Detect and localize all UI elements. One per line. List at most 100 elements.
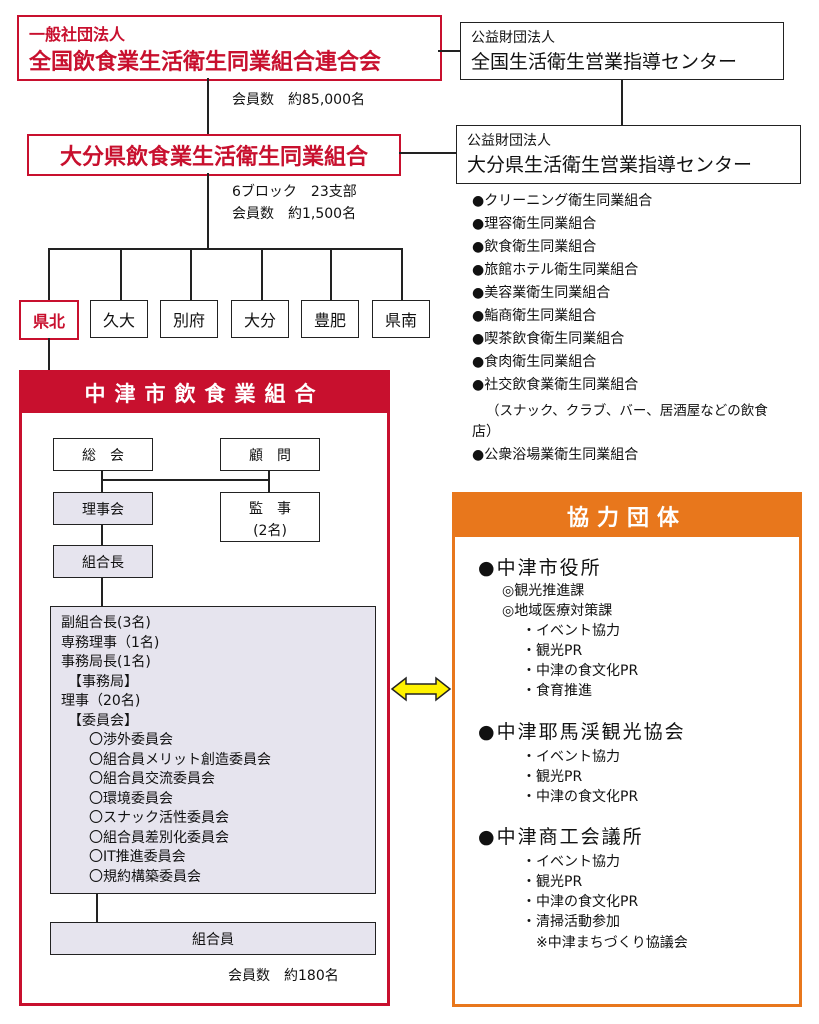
block-kennan: 県南 bbox=[372, 300, 430, 338]
partners-title: 協力団体 bbox=[566, 506, 687, 531]
prefecture-center-name: 大分県生活衛生営業指導センター bbox=[467, 154, 753, 176]
advisor-label: 顧 問 bbox=[249, 447, 291, 464]
national-members: 会員数 約85,000名 bbox=[232, 92, 365, 108]
officer-line: 専務理事（1名) bbox=[61, 634, 160, 651]
block-kyudai: 久大 bbox=[90, 300, 148, 338]
connector bbox=[401, 248, 403, 300]
partner-line: ・中津の食文化PR bbox=[522, 894, 639, 910]
list-item: ●公衆浴場業衛生同業組合 bbox=[472, 447, 639, 463]
committee-item: 〇組合員メリット創造委員会 bbox=[61, 751, 271, 768]
auditor-box: 監 事 (2名) bbox=[220, 492, 320, 542]
partner-line: ・イベント協力 bbox=[522, 854, 620, 870]
block-label: 県北 bbox=[32, 312, 65, 331]
connector bbox=[330, 248, 332, 300]
connector bbox=[438, 50, 460, 52]
national-federation-box: 一般社団法人 全国飲食業生活衛生同業組合連合会 bbox=[17, 15, 442, 81]
list-item: 店） bbox=[472, 424, 500, 440]
partner-line: ・イベント協力 bbox=[522, 749, 620, 765]
partner-line: ・観光PR bbox=[522, 769, 583, 785]
committee-item: 〇IT推進委員会 bbox=[61, 849, 186, 865]
block-hohi: 豊肥 bbox=[301, 300, 359, 338]
connector bbox=[96, 893, 98, 923]
list-item: ●社交飲食業衛生同業組合 bbox=[472, 377, 639, 393]
partner-line: ・観光PR bbox=[522, 643, 583, 659]
committee-item: 〇渉外委員会 bbox=[61, 732, 173, 748]
list-item: ●理容衛生同業組合 bbox=[472, 216, 597, 232]
connector bbox=[268, 470, 270, 480]
block-label: 豊肥 bbox=[313, 311, 346, 330]
connector bbox=[399, 152, 456, 154]
connector bbox=[120, 248, 122, 300]
partner-line: ・中津の食文化PR bbox=[522, 789, 639, 805]
block-beppu: 別府 bbox=[160, 300, 218, 338]
connector bbox=[268, 479, 270, 493]
officer-line: 副組合長(3名) bbox=[61, 615, 151, 631]
connector bbox=[261, 248, 263, 300]
partner-group-name: ●中津市役所 bbox=[478, 557, 602, 579]
officers-box: 副組合長(3名) 専務理事（1名) 事務局長(1名) 【事務局】 理事（20名)… bbox=[50, 606, 376, 894]
partner-line: ◎観光推進課 bbox=[502, 583, 585, 599]
partner-line: ・食育推進 bbox=[522, 683, 592, 699]
officer-line: 事務局長(1名) bbox=[61, 654, 151, 670]
partners-header: 協力団体 bbox=[455, 495, 799, 537]
committee-item: 〇組合員差別化委員会 bbox=[61, 829, 229, 846]
auditor-label: 監 事 bbox=[249, 501, 291, 517]
partner-line: ※中津まちづくり協議会 bbox=[536, 935, 688, 951]
block-kenpoku: 県北 bbox=[19, 300, 79, 340]
connector bbox=[101, 524, 103, 546]
block-label: 久大 bbox=[102, 311, 135, 330]
block-label: 大分 bbox=[243, 311, 276, 330]
committee-item: 〇環境委員会 bbox=[61, 790, 173, 807]
partner-line: ◎地域医療対策課 bbox=[502, 603, 613, 619]
list-item: ●美容業衛生同業組合 bbox=[472, 285, 611, 301]
nakatsu-union-title: 中津市飲食業組合 bbox=[84, 382, 325, 406]
chairman-label: 組合長 bbox=[82, 554, 124, 571]
members-label: 組合員 bbox=[192, 931, 234, 948]
list-item: ●食肉衛生同業組合 bbox=[472, 354, 597, 370]
prefecture-union-box: 大分県飲食業生活衛生同業組合 bbox=[27, 134, 401, 176]
double-arrow-icon bbox=[390, 676, 452, 702]
general-meeting-box: 総 会 bbox=[53, 438, 153, 471]
connector bbox=[48, 248, 401, 250]
connector bbox=[101, 479, 269, 481]
list-item: ●鮨商衛生同業組合 bbox=[472, 308, 597, 324]
partner-line: ・中津の食文化PR bbox=[522, 663, 639, 679]
partner-line: ・イベント協力 bbox=[522, 623, 620, 639]
prefecture-members: 会員数 約1,500名 bbox=[232, 206, 357, 222]
block-label: 別府 bbox=[172, 311, 205, 330]
auditor-count: (2名) bbox=[253, 523, 287, 539]
connector bbox=[48, 338, 50, 372]
nakatsu-union-header: 中津市飲食業組合 bbox=[22, 373, 387, 413]
committee-item: 〇規約構築委員会 bbox=[61, 868, 201, 885]
connector bbox=[621, 79, 623, 125]
block-label: 県南 bbox=[384, 311, 417, 330]
members-box: 組合員 bbox=[50, 922, 376, 955]
list-item: ●クリーニング衛生同業組合 bbox=[472, 193, 653, 209]
advisor-box: 顧 問 bbox=[220, 438, 320, 471]
partner-line: ・清掃活動参加 bbox=[522, 914, 620, 930]
nakatsu-members-count: 会員数 約180名 bbox=[228, 968, 339, 984]
prefecture-center-box: 公益財団法人 大分県生活衛生営業指導センター bbox=[456, 125, 801, 184]
connector bbox=[207, 78, 209, 134]
connector bbox=[190, 248, 192, 300]
chairman-box: 組合長 bbox=[53, 545, 153, 578]
list-item: ●旅館ホテル衛生同業組合 bbox=[472, 262, 639, 278]
board-box: 理事会 bbox=[53, 492, 153, 525]
list-item: ●喫茶飲食衛生同業組合 bbox=[472, 331, 625, 347]
partner-line: ・観光PR bbox=[522, 874, 583, 890]
committee-item: 〇スナック活性委員会 bbox=[61, 810, 229, 826]
prefecture-blocks: 6ブロック 23支部 bbox=[232, 184, 357, 200]
prefecture-union-name: 大分県飲食業生活衛生同業組合 bbox=[59, 145, 368, 170]
connector bbox=[48, 248, 50, 300]
national-center-box: 公益財団法人 全国生活衛生営業指導センター bbox=[460, 22, 784, 80]
prefecture-center-type: 公益財団法人 bbox=[467, 133, 551, 149]
officer-line: 【事務局】 bbox=[61, 673, 138, 690]
connector bbox=[101, 470, 103, 493]
national-center-type: 公益財団法人 bbox=[471, 30, 555, 46]
partners-panel: 協力団体 bbox=[452, 492, 802, 1007]
block-oita: 大分 bbox=[231, 300, 289, 338]
general-meeting-label: 総 会 bbox=[82, 447, 124, 464]
partner-group-name: ●中津耶馬渓観光協会 bbox=[478, 721, 686, 743]
national-center-name: 全国生活衛生営業指導センター bbox=[471, 51, 738, 73]
officer-line: 理事（20名) bbox=[61, 693, 141, 709]
